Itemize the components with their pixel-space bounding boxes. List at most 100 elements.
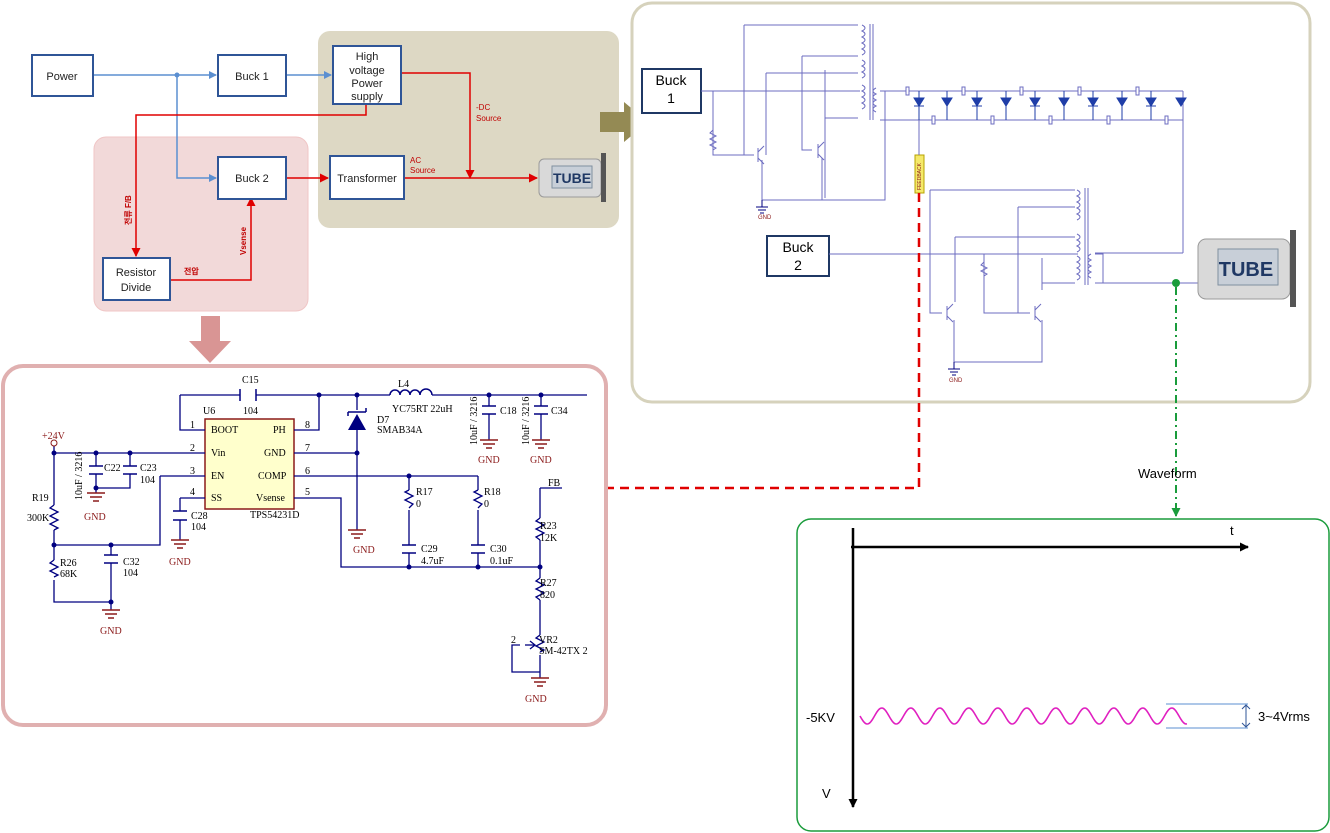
vr2-value: SM-42TX 2 [539,646,588,657]
t-axis-label: t [1230,523,1234,538]
r19-label: R19 [32,493,49,504]
c22-label: C22 [104,463,121,474]
circuit-buck1-box [641,68,702,114]
hv-label-3: Power [351,78,383,90]
circuit-panel-frame [630,1,1312,404]
schematic-resistors [48,489,546,653]
upper-transistors [757,141,825,165]
l4-label: L4 [398,379,409,390]
fb-label: FB [548,478,561,489]
upper-gnd-label: GND [758,215,772,221]
hv-label-1: High [356,51,379,63]
c15-value: 104 [243,406,258,417]
upper-gnd [756,200,768,214]
chip-u6 [204,418,295,510]
pin-en: EN [211,471,224,482]
pin-comp: COMP [258,471,287,482]
ripple-label: 3~4Vrms [1258,709,1310,724]
gnd-label-3: GND [100,626,122,637]
hv-supply-block [332,45,402,105]
waveform-label: Waveform [1138,466,1197,481]
c29-value: 4.7uF [421,556,445,567]
lower-resistor [979,261,989,277]
dc-source-line [401,72,475,179]
hv-label-2: voltage [349,65,384,77]
lower-gnd [948,362,960,376]
c18-label: C18 [500,406,517,417]
power-label: Power [46,71,78,83]
d7-label: D7 [377,415,389,426]
upper-transformer [860,24,878,120]
gnd-label-5: GND [478,455,500,466]
ac-source-label-1: AC [410,156,421,165]
pin-num-4: 4 [190,487,195,498]
c30-value: 0.1uF [490,556,514,567]
r17-label: R17 [416,487,433,498]
schematic-grounds [87,439,550,687]
upper-circuit-wires [701,24,1184,253]
v24-label: +24V [42,431,66,442]
resistor-label-2: Divide [121,282,152,294]
c18-rating: 10uF / 3216 [469,397,480,445]
pin-num-3: 3 [190,466,195,477]
resistor-label-1: Resistor [116,267,157,279]
schematic-caps [89,389,548,564]
pin-num-2: 2 [190,443,195,454]
current-fb-line [131,104,367,257]
lower-transistors [946,303,1042,323]
tube-label-small: TUBE [553,170,591,186]
schematic-wires [53,394,587,678]
power-block [31,54,94,97]
gnd-label-4: GND [353,545,375,556]
pin-num-7: 7 [305,443,310,454]
vr2-pin: 2 [511,635,516,646]
r18-value: 0 [484,499,489,510]
c30-label: C30 [490,544,507,555]
buck2-feed-line [176,75,217,182]
schematic-frame [1,364,608,727]
gnd-label-6: GND [530,455,552,466]
pin-boot: BOOT [211,425,238,436]
ac-source-label-2: Source [410,166,436,175]
pink-down-arrow [189,316,231,363]
c28-label: C28 [191,511,208,522]
chip-name: TPS54231D [250,510,299,521]
waveform-panel: t V -5KV 3~4Vrms [796,518,1330,832]
dc-source-label-2: Source [476,114,502,123]
c22-rating: 10uF / 3216 [74,452,85,500]
c34-label: C34 [551,406,568,417]
gnd-label-2: GND [169,557,191,568]
ripple-wave [859,707,1188,725]
dc-source-label-1: -DC [476,103,490,112]
c32-value: 104 [123,568,138,579]
tube-label-large: TUBE [1219,259,1273,281]
probe-point [1172,279,1180,287]
c23-label: C23 [140,463,157,474]
inductor-l4 [389,388,433,396]
current-fb-label: 전류 F/B [123,195,133,225]
pin-gnd: GND [264,448,286,459]
feedback-tag-label: FEEDBACK [917,162,923,190]
tube-small: TUBE [538,153,606,202]
tube-large: TUBE [1197,230,1296,307]
r17-value: 0 [416,499,421,510]
vsense-label: Vsense [239,226,248,255]
transformer-label: Transformer [337,173,397,185]
buck1-label: Buck 1 [235,71,269,83]
r27-label: R27 [540,578,557,589]
multiplier-caps [905,86,1169,125]
pin-num-8: 8 [305,420,310,431]
pin-num-1: 1 [190,420,195,431]
c34-rating: 10uF / 3216 [521,397,532,445]
circuit-buck2-label-1: Buck [782,239,814,255]
pin-num-5: 5 [305,487,310,498]
hv-label-4: supply [351,91,383,103]
r19-value: 300K [27,513,50,524]
schematic-panel: U6 BOOT PH Vin GND EN COMP SS Vsense 1 2… [1,364,608,727]
pin-vin: Vin [211,448,225,459]
l4-value: YC75RT 22uH [392,404,453,415]
r27-value: 820 [540,590,555,601]
multiplier-diodes [913,91,1187,120]
circuit-buck2-label-2: 2 [794,257,802,273]
